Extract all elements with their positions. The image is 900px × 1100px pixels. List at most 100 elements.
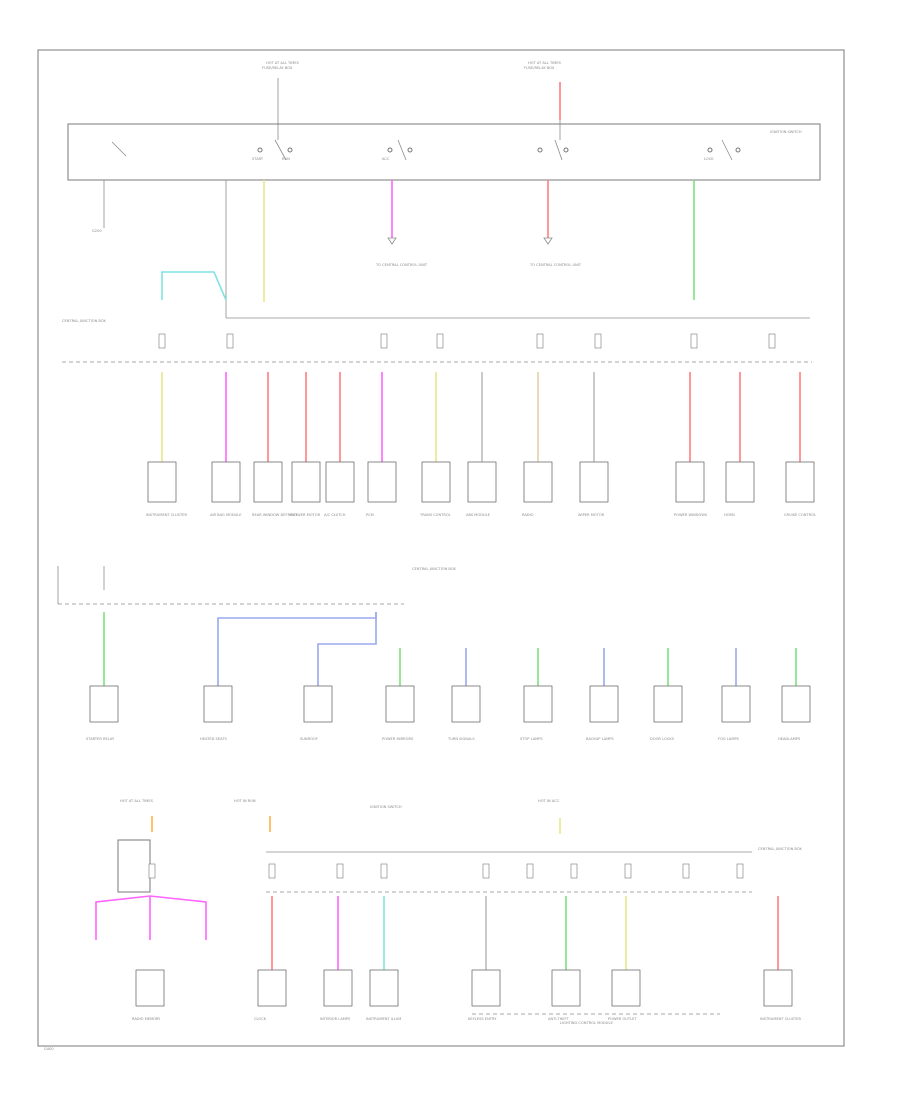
footer-label: G400	[44, 1047, 54, 1051]
component-row-3: RADIO MEMORY CLOCK INTERIOR LAMPS INSTRUMEN…	[132, 896, 801, 1021]
connector-arrow-1	[387, 237, 397, 245]
component-label: STARTER RELAY	[86, 737, 115, 741]
fuse-row-1	[158, 333, 776, 349]
wire-cyan-top	[161, 271, 227, 301]
fuse	[570, 863, 578, 879]
component-box	[211, 461, 241, 503]
hot-label-4: HOT IN RUN	[234, 799, 256, 803]
fuse	[436, 333, 444, 349]
fuse	[380, 863, 388, 879]
component-label: INSTRUMENT CLUSTER	[760, 1017, 801, 1021]
component-label: CLOCK	[254, 1017, 267, 1021]
to-label-1: TO CENTRAL CONTROL UNIT	[375, 263, 428, 267]
fuse	[536, 333, 544, 349]
fuse	[690, 333, 698, 349]
component-box	[785, 461, 815, 503]
fuse	[336, 863, 344, 879]
component-label: PCM	[366, 513, 374, 517]
ignition-switch-box	[67, 123, 821, 181]
component-label: STOP LAMPS	[520, 737, 543, 741]
fuse	[268, 863, 276, 879]
component-label: INSTRUMENT CLUSTER	[146, 513, 187, 517]
component-label: CRUISE CONTROL	[784, 513, 816, 517]
component-box	[467, 461, 497, 503]
component-box	[367, 461, 397, 503]
component-box	[523, 461, 553, 503]
component-label: INSTRUMENT ILLUM	[366, 1017, 401, 1021]
fuse-box-small	[117, 839, 151, 893]
diagram-frame	[37, 49, 845, 1047]
component-box	[579, 461, 609, 503]
component-box	[325, 461, 355, 503]
fuse	[768, 333, 776, 349]
component-label: TRANS CONTROL	[419, 513, 451, 517]
fuse	[482, 863, 490, 879]
component-box	[611, 969, 641, 1007]
component-box	[253, 461, 283, 503]
fuse	[158, 333, 166, 349]
component-box	[589, 685, 619, 723]
component-box	[725, 461, 755, 503]
magenta-fanout	[95, 895, 207, 940]
fuse-row-3	[148, 863, 744, 879]
component-label: TURN SIGNALS	[447, 737, 475, 741]
component-label: POWER OUTLET	[608, 1017, 637, 1021]
component-box	[451, 685, 481, 723]
component-label: FOG LAMPS	[718, 737, 740, 741]
component-box	[721, 685, 751, 723]
component-box	[523, 685, 553, 723]
component-label: HEATED SEATS	[200, 737, 227, 741]
ign-pos-lock: LOCK	[704, 157, 714, 161]
ign-switch-bottom-label: IGNITION SWITCH	[370, 805, 402, 809]
fuse	[526, 863, 534, 879]
component-box	[257, 969, 287, 1007]
component-box	[385, 685, 415, 723]
fuse-box-label-bottom: CENTRAL JUNCTION BOX	[758, 847, 802, 851]
connector-arrow-2	[543, 237, 553, 245]
component-box	[763, 969, 793, 1007]
component-label: KEYLESS ENTRY	[468, 1017, 497, 1021]
hot-label-2: HOT AT ALL TIMES	[528, 61, 562, 65]
fuse	[736, 863, 744, 879]
component-label: HORN	[724, 513, 735, 517]
component-label: POWER MIRRORS	[382, 737, 414, 741]
hot-label-3: HOT AT ALL TIMES	[120, 799, 154, 803]
component-box	[551, 969, 581, 1007]
component-box	[203, 685, 233, 723]
component-box	[471, 969, 501, 1007]
component-box	[147, 461, 177, 503]
component-row-2: STARTER RELAY HEATED SEATS SUNROOF POWER MI…	[86, 648, 811, 741]
component-label: SUNROOF	[300, 737, 318, 741]
fuse	[624, 863, 632, 879]
fuse	[226, 333, 234, 349]
component-box	[291, 461, 321, 503]
component-label: HEADLAMPS	[778, 737, 801, 741]
component-box	[675, 461, 705, 503]
component-label: BACKUP LAMPS	[586, 737, 614, 741]
fuse	[682, 863, 690, 879]
component-label: INTERIOR LAMPS	[320, 1017, 351, 1021]
fuse-box-label-mid: CENTRAL JUNCTION BOX	[412, 567, 456, 571]
component-label: RADIO	[522, 513, 534, 517]
lighting-module-label: LIGHTING CONTROL MODULE	[560, 1021, 613, 1025]
component-box	[421, 461, 451, 503]
component-label: POWER WINDOWS	[674, 513, 708, 517]
component-box	[653, 685, 683, 723]
component-label: RADIO MEMORY	[132, 1017, 161, 1021]
wire-blue-2	[217, 612, 377, 686]
ign-pos-start: START	[252, 157, 264, 161]
fuse-box-label-left: CENTRAL JUNCTION BOX	[62, 319, 106, 323]
component-label: BLOWER MOTOR	[290, 513, 321, 517]
component-box	[135, 969, 165, 1007]
ign-pos-run: RUN	[282, 157, 290, 161]
ignition-switch-contacts	[111, 139, 741, 161]
component-box	[369, 969, 399, 1007]
ground-label-1: G200	[92, 229, 102, 233]
hot-label-1: HOT AT ALL TIMES	[266, 61, 300, 65]
fuse	[148, 863, 156, 879]
fuse	[594, 333, 602, 349]
component-box	[89, 685, 119, 723]
hot-label-5: HOT IN ACC	[538, 799, 560, 803]
